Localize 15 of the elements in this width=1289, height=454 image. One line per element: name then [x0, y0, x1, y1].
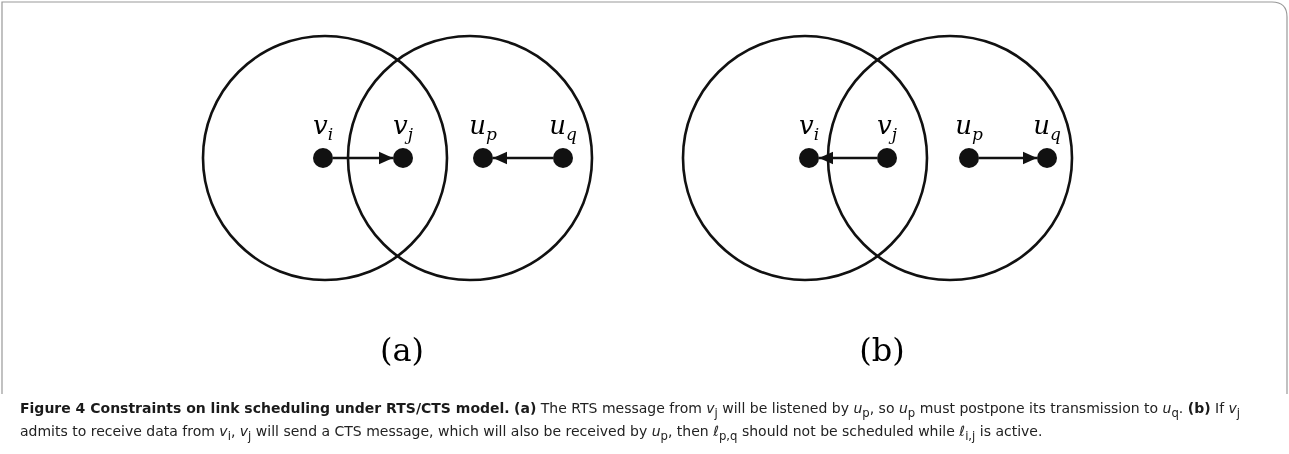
- node-label: u$_{p}$: [468, 110, 498, 147]
- arrow: [333, 151, 393, 165]
- panel-label: (a): [378, 330, 425, 370]
- node-label: u$_{q}$: [1032, 110, 1062, 147]
- node-label: v$_{i}$: [311, 110, 335, 147]
- node-label: u$_{q}$: [548, 110, 578, 147]
- panel-label: (b): [858, 330, 906, 370]
- arrow: [493, 151, 553, 165]
- node-label: v$_{j}$: [876, 110, 898, 147]
- node-label: v$_{j}$: [392, 110, 414, 147]
- node-label: v$_{i}$: [797, 110, 821, 147]
- arrow: [979, 151, 1037, 165]
- arrow: [819, 151, 877, 165]
- node-label: u$_{p}$: [954, 110, 984, 147]
- figure-caption: Figure 4 Constraints on link scheduling under RTS/CTS model. (a) The RTS message from v$_{j}$ will be listened by u$_{p}$, so u$_{p}$ must postpone its transmission to u$_{q}$. (b) If v$_{j}$ admits to receive data from v$_{i}$, v$_{j}$ will send a CTS message, which will also be received by u$_{p}$, then ℓ$_{p,q}$ should not be scheduled while ℓ$_{i,j}$ is active.: [20, 399, 1242, 445]
